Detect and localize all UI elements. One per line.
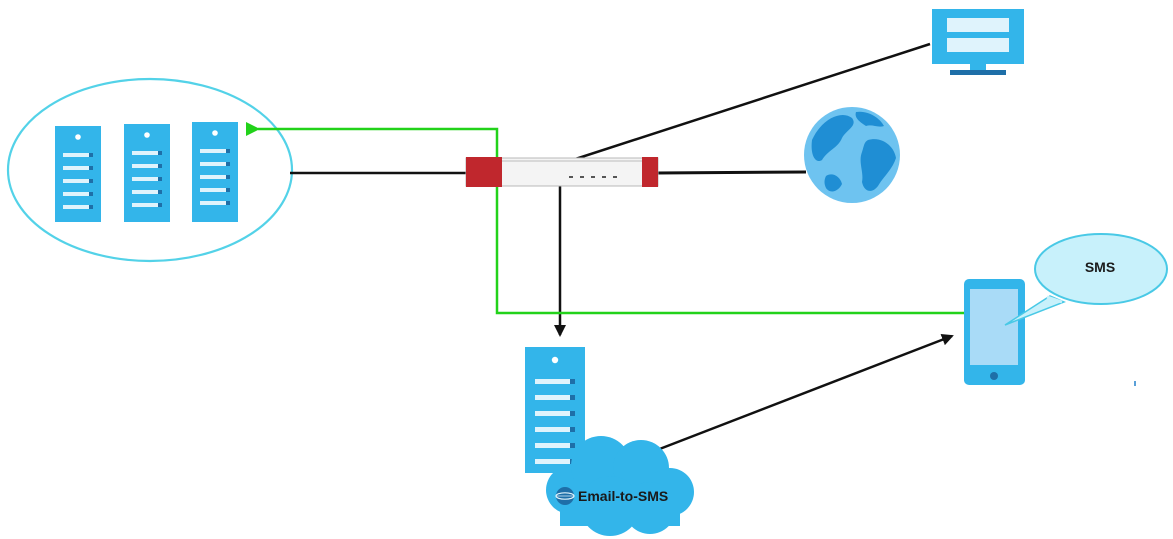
cloud-service-label: Email-to-SMS xyxy=(578,488,668,504)
sms-bubble: SMS xyxy=(1004,233,1168,326)
server-icon xyxy=(55,126,101,222)
server-icon xyxy=(124,124,170,222)
smartphone-icon xyxy=(964,279,1025,385)
server-cluster xyxy=(6,77,294,263)
globe-icon xyxy=(804,107,900,203)
monitor-icon xyxy=(932,9,1024,75)
link-cloud-phone xyxy=(656,334,954,452)
stray-mark xyxy=(1134,381,1136,386)
server-icon xyxy=(192,122,238,222)
link-firewall-internet xyxy=(656,170,807,175)
firewall-appliance-icon xyxy=(465,157,659,187)
sms-delivery-path xyxy=(246,122,968,315)
cloud-icon: Email-to-SMS xyxy=(546,436,694,536)
globe-mini-icon xyxy=(555,487,575,505)
sms-label: SMS xyxy=(1085,259,1115,275)
cluster-outline xyxy=(6,77,294,263)
link-firewall-workstation xyxy=(559,42,931,166)
